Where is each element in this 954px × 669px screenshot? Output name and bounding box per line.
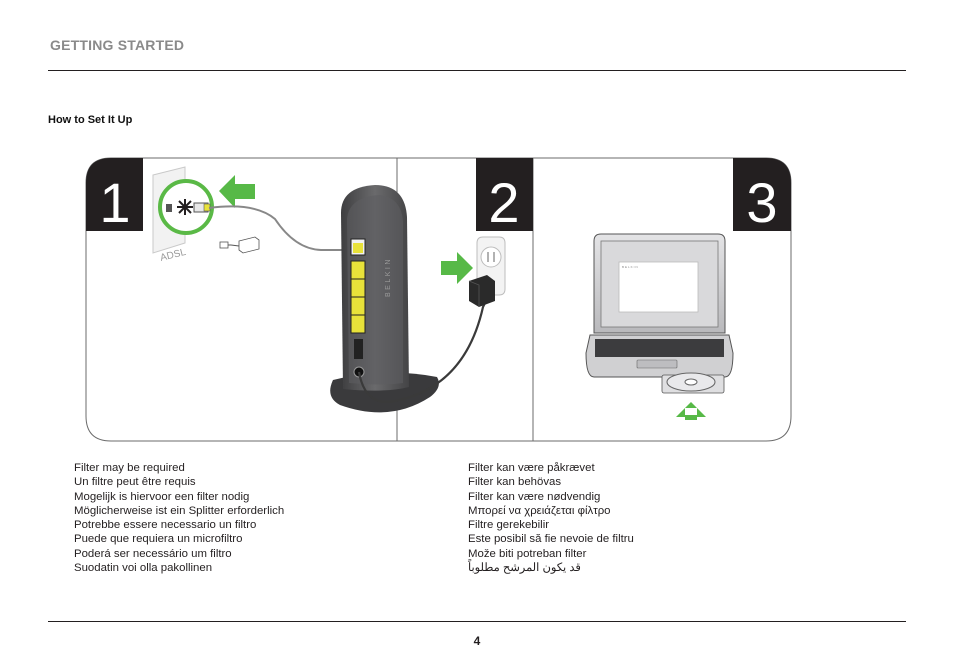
caption-line: Suodatin voi olla pakollinen: [74, 562, 213, 575]
caption-line: Filtre gerekebilir: [468, 519, 550, 532]
caption-line: Mogelijk is hiervoor een filter nodig: [74, 490, 250, 503]
caption-line: Filter kan behövas: [468, 476, 562, 489]
step-badge-2: [476, 158, 533, 231]
caption-line: Poderá ser necessário um filtro: [74, 547, 232, 560]
power-adapter-icon: [468, 275, 495, 307]
router-brand: BELKIN: [385, 257, 392, 297]
footer-rule: [48, 621, 906, 622]
step-badge-1: [86, 158, 143, 231]
arrow-icon: [441, 252, 473, 284]
setup-illustration: 1 2 3 ADSL BELKIN: [85, 157, 792, 442]
header-rule: [48, 70, 906, 71]
captions-right: Filter kan være påkrævet Filter kan behö…: [468, 461, 634, 575]
page-number: 4: [473, 634, 481, 648]
laptop-screen-brand: BELKIN: [622, 265, 639, 269]
caption-line: Un filtre peut être requis: [74, 476, 196, 489]
section-title: GETTING STARTED: [50, 37, 185, 53]
cd-icon: [661, 372, 725, 394]
subheading: How to Set It Up: [48, 114, 133, 126]
step-number-1: 1: [99, 171, 130, 234]
arrow-icon-stem: [685, 415, 697, 420]
step-number-3: 3: [746, 171, 777, 234]
filter-icon: [177, 199, 211, 215]
captions-left: Filter may be required Un filtre peut êt…: [74, 461, 284, 575]
router-icon: BELKIN: [341, 185, 409, 391]
caption-line: Filter may be required: [74, 462, 185, 474]
laptop-icon: BELKIN: [585, 233, 734, 378]
caption-line: Puede que requiera un microfiltro: [74, 533, 243, 546]
filter-device-icon: [219, 236, 260, 254]
caption-line: Este posibil să fie nevoie de filtru: [468, 533, 634, 546]
power-cable: [357, 298, 488, 403]
caption-line: Filter kan være nødvendig: [468, 490, 601, 503]
caption-line: Μπορεί να χρειάζεται φίλτρο: [468, 504, 611, 517]
caption-line: Može biti potreban filter: [468, 547, 587, 560]
caption-line: Filter kan være påkrævet: [468, 462, 595, 474]
caption-line-arabic: قد يكون المرشح مطلوباً: [468, 562, 581, 575]
dsl-cable: [208, 205, 353, 251]
arrow-icon: [219, 175, 255, 208]
caption-line: Potrebbe essere necessario un filtro: [74, 519, 257, 532]
step-badge-3: [733, 158, 791, 231]
caption-line: Möglicherweise ist ein Splitter erforder…: [74, 504, 285, 517]
arrow-icon: [676, 402, 706, 417]
step-number-2: 2: [488, 171, 519, 234]
